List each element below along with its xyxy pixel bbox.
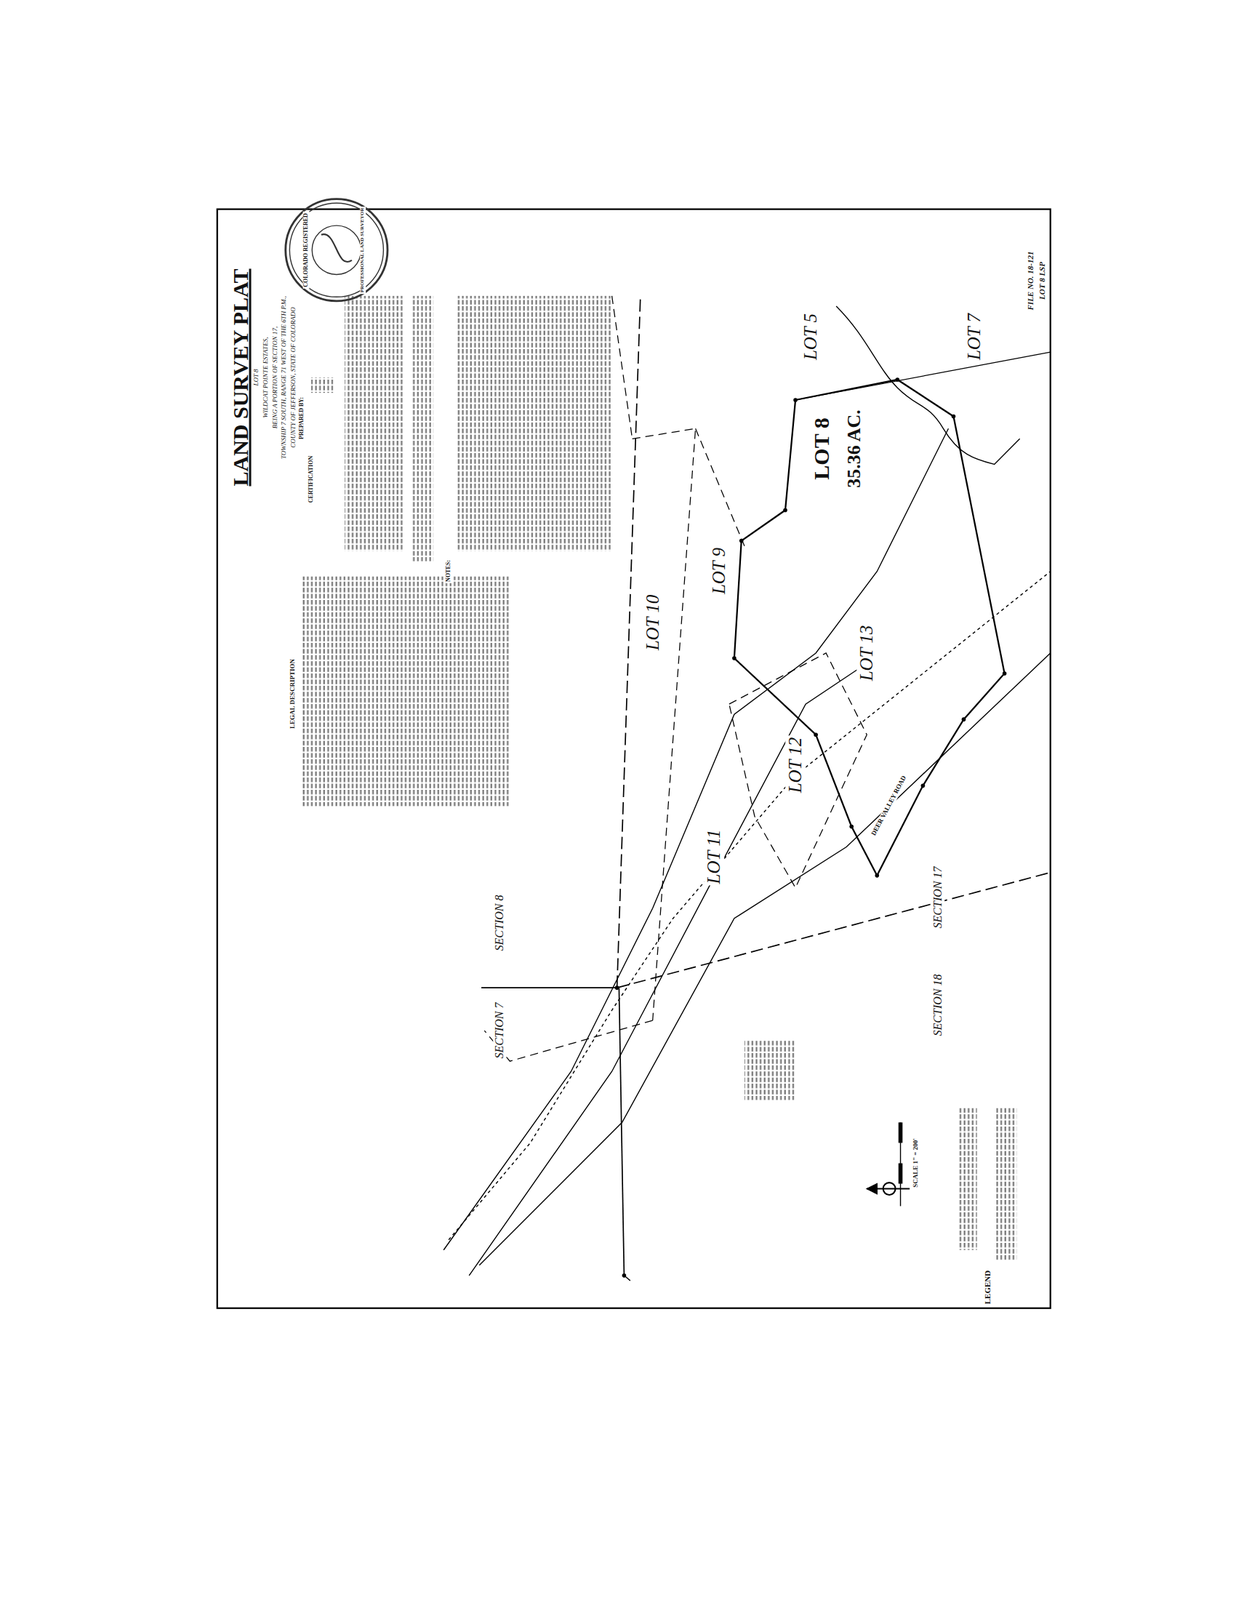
- certification-text: [344, 295, 403, 552]
- plat-title: LAND SURVEY PLAT: [227, 266, 252, 488]
- notes-text: [456, 295, 612, 552]
- county-certificate-text: [410, 295, 434, 562]
- curve-table: [744, 1040, 796, 1100]
- seal-text: PROFESSIONAL LAND SURVEYOR: [359, 205, 366, 294]
- subtitle-line: WILDCAT POINTE ESTATES,: [262, 335, 270, 420]
- file-number: LOT 8 LSP: [1037, 260, 1047, 302]
- north-arrow: [866, 1182, 910, 1195]
- scale-bar: [898, 1121, 904, 1206]
- lot-label: LOT 9: [708, 546, 730, 596]
- legal-description-text: [301, 576, 510, 807]
- seal-text: COLORADO REGISTERED: [302, 211, 309, 289]
- file-number: FILE NO. 18-121: [1025, 249, 1035, 312]
- section-label: SECTION 18: [932, 972, 946, 1037]
- property-corners: [615, 377, 1007, 1278]
- legend-items: [958, 1106, 977, 1250]
- lot-area: 35.36 AC.: [844, 407, 866, 490]
- lot-label: LOT 10: [642, 592, 664, 652]
- lot-lines: [484, 295, 1050, 1061]
- section-label: SECTION 7: [492, 1000, 507, 1060]
- lot-8-boundary: [734, 379, 1005, 876]
- lot-label: LOT 12: [785, 735, 806, 795]
- section-heading: PREPARED BY:: [298, 395, 306, 441]
- lot-label: LOT 5: [800, 311, 821, 362]
- road-lines: [443, 428, 1051, 1276]
- section-label: SECTION 8: [492, 893, 507, 953]
- preparer-text: [311, 377, 334, 393]
- lot-label: LOT 13: [856, 623, 877, 682]
- lot-label: LOT 7: [964, 311, 985, 362]
- subtitle-line: COUNTY OF JEFFERSON, STATE OF COLORADO: [290, 305, 298, 450]
- subtitle-line: LOT 8: [253, 367, 262, 387]
- scale-text: SCALE 1" = 200': [912, 1136, 920, 1189]
- section-label: SECTION 17: [932, 865, 946, 930]
- legend-heading: LEGEND: [982, 1268, 992, 1306]
- surveyor-seal: [285, 199, 388, 302]
- legend-items: [994, 1106, 1018, 1260]
- subtitle-line: BEING A PORTION OF SECTION 17,: [271, 324, 280, 431]
- road-name: DEER VALLEY ROAD: [869, 772, 909, 838]
- section-lines: [481, 295, 1051, 1281]
- plat-frame: [217, 209, 1051, 1308]
- lot-label: LOT 11: [703, 828, 725, 886]
- subtitle-line: TOWNSHIP 7 SOUTH, RANGE 71 WEST OF THE 6…: [280, 294, 288, 461]
- section-heading: LEGAL DESCRIPTION: [289, 657, 297, 730]
- section-heading: CERTIFICATION: [307, 454, 315, 504]
- section-heading: NOTES:: [445, 559, 453, 584]
- lot-label: LOT 8: [809, 416, 834, 482]
